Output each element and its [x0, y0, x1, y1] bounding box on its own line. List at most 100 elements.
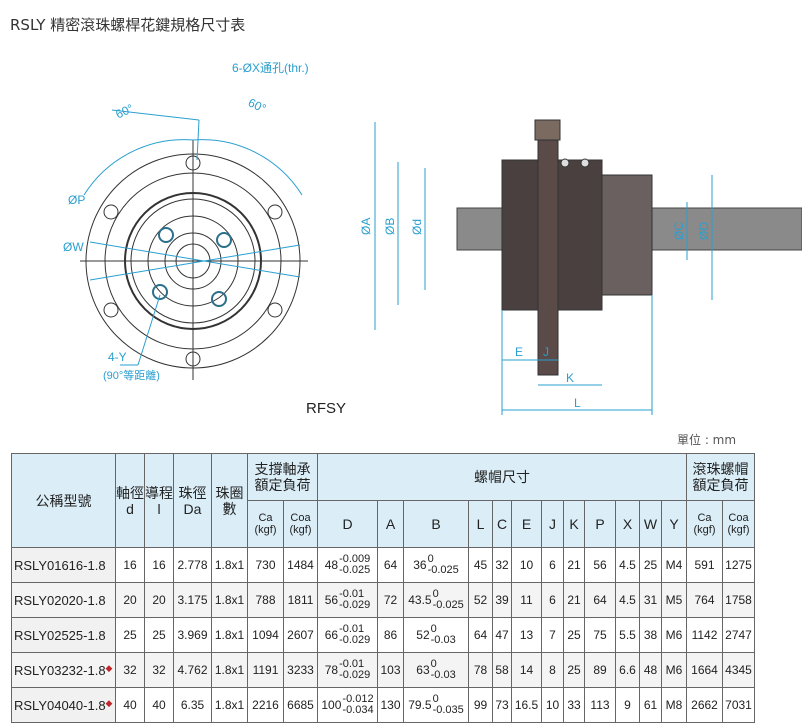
cell-L: 45 — [468, 547, 493, 583]
cell-L: 78 — [468, 652, 493, 688]
header-nut-coa: Coa(kgf) — [722, 500, 755, 548]
header-L: L — [468, 500, 493, 548]
dim-C-label: ØC — [672, 222, 686, 240]
cell-J: 6 — [541, 582, 564, 618]
cell-shaft: 20 — [115, 582, 145, 618]
cell-C: 32 — [492, 547, 512, 583]
cell-J: 7 — [541, 617, 564, 653]
cell-ball: 3.175 — [173, 582, 212, 618]
y-label: 4-Y — [108, 350, 127, 364]
cell-turns: 1.8x1 — [211, 687, 248, 723]
side-view — [456, 119, 802, 376]
cell-D: 78-0.01-0.029 — [317, 652, 378, 688]
y-note-label: (90°等距離) — [103, 368, 160, 382]
side-view-dimensions — [374, 122, 713, 415]
front-view — [80, 140, 308, 380]
cell-D: 66-0.01-0.029 — [317, 617, 378, 653]
cell-A: 72 — [377, 582, 404, 618]
cell-nut-ca: 2662 — [686, 687, 723, 723]
cell-Y: M6 — [661, 617, 687, 653]
cell-Y: M4 — [661, 547, 687, 583]
marker-icon: ◆ — [105, 697, 113, 708]
cell-K: 21 — [563, 547, 585, 583]
cell-shaft: 16 — [115, 547, 145, 583]
cell-turns: 1.8x1 — [211, 617, 248, 653]
header-C: C — [492, 500, 512, 548]
cell-nut-ca: 591 — [686, 547, 723, 583]
cell-model: RSLY02525-1.8 — [11, 617, 116, 653]
cell-ball: 2.778 — [173, 547, 212, 583]
p-diameter-label: ØP — [68, 193, 85, 207]
dim-J-label: J — [543, 345, 549, 359]
cell-nut-coa: 7031 — [722, 687, 755, 723]
cell-J: 8 — [541, 652, 564, 688]
header-model: 公稱型號 — [11, 453, 116, 548]
cell-support-ca: 1094 — [247, 617, 284, 653]
cell-nut-ca: 764 — [686, 582, 723, 618]
cell-W: 31 — [639, 582, 662, 618]
cell-E: 13 — [511, 617, 542, 653]
header-nut-dims: 螺帽尺寸 — [317, 453, 687, 501]
cell-E: 11 — [511, 582, 542, 618]
cell-shaft: 32 — [115, 652, 145, 688]
cell-lead: 32 — [144, 652, 174, 688]
cell-ball: 6.35 — [173, 687, 212, 723]
cell-model: RSLY04040-1.8◆ — [11, 687, 116, 723]
cell-nut-coa: 2747 — [722, 617, 755, 653]
cell-support-coa: 1484 — [283, 547, 318, 583]
cell-K: 21 — [563, 582, 585, 618]
cell-nut-ca: 1142 — [686, 617, 723, 653]
cell-E: 16.5 — [511, 687, 542, 723]
cell-D: 48-0.009-0.025 — [317, 547, 378, 583]
cell-J: 10 — [541, 687, 564, 723]
dim-L-label: L — [574, 396, 581, 410]
angle-right-label: 60° — [246, 95, 269, 115]
cell-W: 38 — [639, 617, 662, 653]
cell-A: 103 — [377, 652, 404, 688]
cell-A: 86 — [377, 617, 404, 653]
cell-Y: M6 — [661, 652, 687, 688]
cell-P: 113 — [584, 687, 616, 723]
header-nut-ca: Ca(kgf) — [686, 500, 723, 548]
cell-C: 73 — [492, 687, 512, 723]
cell-C: 58 — [492, 652, 512, 688]
header-P: P — [584, 500, 616, 548]
cell-lead: 20 — [144, 582, 174, 618]
dim-B-label: ØB — [383, 218, 397, 235]
cell-P: 56 — [584, 547, 616, 583]
cell-C: 39 — [492, 582, 512, 618]
cell-lead: 25 — [144, 617, 174, 653]
cell-ball: 3.969 — [173, 617, 212, 653]
cell-L: 64 — [468, 617, 493, 653]
header-Y: Y — [661, 500, 687, 548]
dim-D-label: ØD — [697, 222, 711, 240]
cell-W: 25 — [639, 547, 662, 583]
dim-A-label: ØA — [359, 218, 373, 235]
cell-L: 52 — [468, 582, 493, 618]
cell-lead: 16 — [144, 547, 174, 583]
header-W: W — [639, 500, 662, 548]
header-J: J — [541, 500, 564, 548]
cell-Y: M8 — [661, 687, 687, 723]
cell-X: 4.5 — [615, 547, 640, 583]
cell-model: RSLY03232-1.8◆ — [11, 652, 116, 688]
cell-J: 6 — [541, 547, 564, 583]
cell-E: 10 — [511, 547, 542, 583]
cell-X: 5.5 — [615, 617, 640, 653]
cell-E: 14 — [511, 652, 542, 688]
header-nut-load: 滾珠螺帽額定負荷 — [686, 453, 755, 501]
header-support-load: 支撐軸承額定負荷 — [247, 453, 318, 501]
cell-P: 64 — [584, 582, 616, 618]
